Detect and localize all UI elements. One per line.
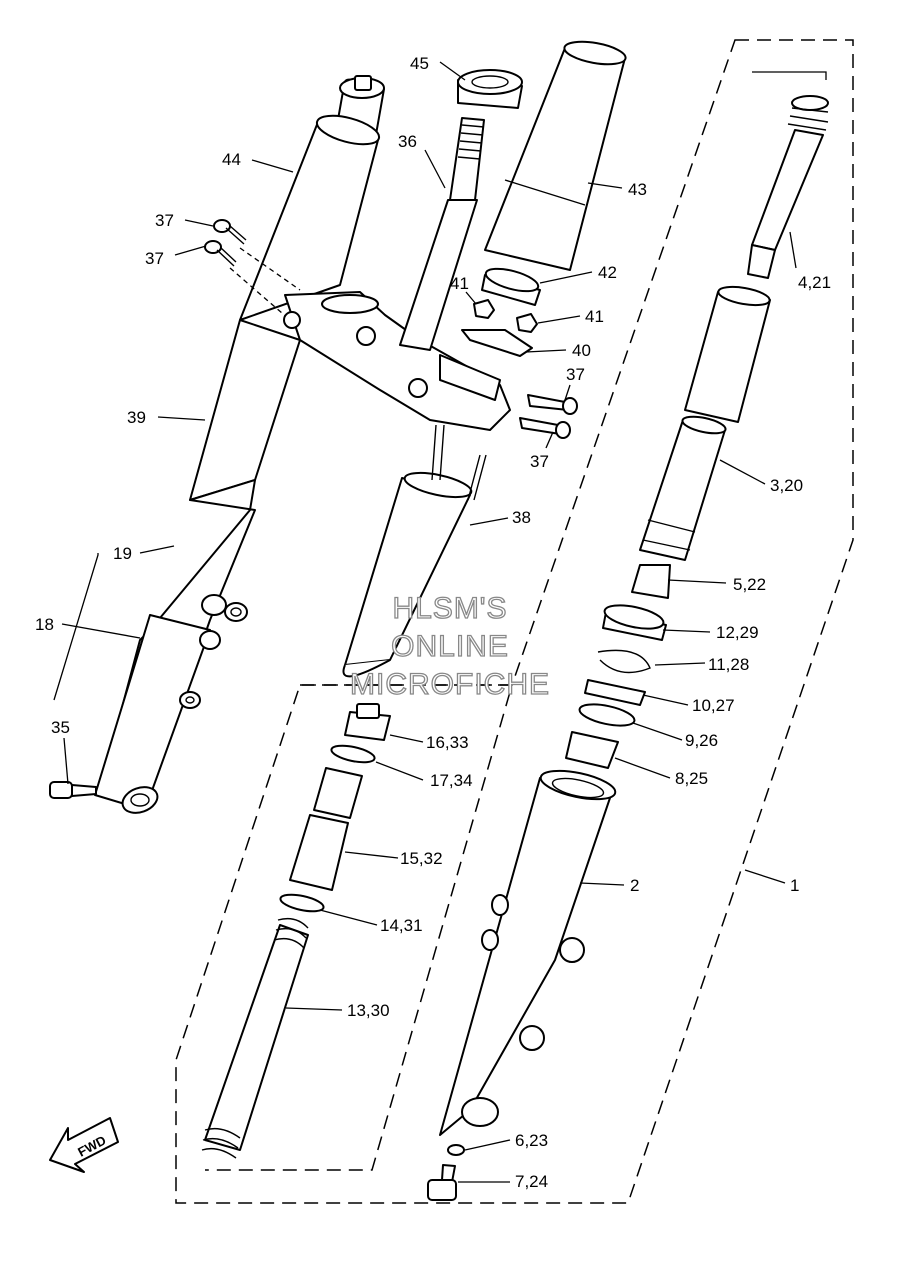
label-19: 19: [113, 544, 132, 563]
part-36-steering-stem: [399, 117, 485, 351]
part-16-33-cap-bolt: [344, 703, 391, 741]
label-38: 38: [512, 508, 531, 527]
label-8-25: 8,25: [675, 769, 708, 788]
part-9-26-ring: [578, 703, 636, 727]
part-14-31-washer: [279, 893, 325, 913]
label-37a: 37: [155, 211, 174, 230]
label-44: 44: [222, 150, 241, 169]
label-9-26: 9,26: [685, 731, 718, 750]
label-17-34: 17,34: [430, 771, 473, 790]
label-6-23: 6,23: [515, 1131, 548, 1150]
label-41a: 41: [450, 274, 469, 293]
part-2-outer-tube: [439, 769, 617, 1136]
label-14-31: 14,31: [380, 916, 423, 935]
fork-slider-left: [94, 614, 211, 811]
label-3-20: 3,20: [770, 476, 803, 495]
part-38-lower-cover: [342, 424, 487, 678]
part-8-25-bushing: [565, 731, 619, 769]
part-45-bearing: [457, 69, 523, 109]
label-37d: 37: [530, 452, 549, 471]
part-7-24-drain-bolt: [427, 1164, 457, 1201]
watermark: HLSM'S ONLINE MICROFICHE: [349, 591, 550, 701]
label-18: 18: [35, 615, 54, 634]
part-17-34-o-ring: [330, 744, 376, 764]
label-7-24: 7,24: [515, 1172, 548, 1191]
part-labels: 45 44 36 43 37 37 42 41 41 40 37 37 4,21…: [35, 54, 831, 1191]
part-39-outer-tube: [189, 319, 301, 501]
group-outline-19: [53, 553, 99, 701]
part-41-nuts: [473, 299, 538, 333]
label-45: 45: [410, 54, 429, 73]
part-4-21-damper-rod: [747, 95, 829, 279]
part-35-bolt: [49, 781, 97, 799]
part-42-ring: [481, 267, 541, 306]
part-15-32-spacer: [289, 814, 349, 891]
watermark-line-3: MICROFICHE: [350, 668, 550, 701]
label-2: 2: [630, 876, 639, 895]
part-5-22-bushing: [631, 564, 671, 599]
label-15-32: 15,32: [400, 849, 443, 868]
label-12-29: 12,29: [716, 623, 759, 642]
label-40: 40: [572, 341, 591, 360]
part-43-fork-cover: [484, 40, 627, 271]
part-spacer-upper: [313, 767, 363, 819]
label-11-28: 11,28: [708, 655, 749, 674]
label-4-21: 4,21: [798, 273, 831, 292]
leader-lines: [61, 61, 797, 1183]
steering-lower-bracket: [283, 291, 511, 431]
fwd-arrow: FWD: [49, 1117, 119, 1173]
inner-group-outline: [205, 684, 513, 1171]
part-37-bolts-upper: [204, 219, 301, 321]
watermark-line-2: ONLINE: [391, 630, 509, 663]
label-35: 35: [51, 718, 70, 737]
assembled-fork-left: [49, 75, 385, 814]
label-10-27: 10,27: [692, 696, 735, 715]
part-11-28-clip: [597, 649, 651, 674]
label-1: 1: [790, 876, 799, 895]
label-39: 39: [127, 408, 146, 427]
watermark-line-1: HLSM'S: [392, 592, 507, 625]
part-3-20-inner-tube: [639, 285, 771, 561]
part-12-29-oil-seal: [602, 604, 667, 641]
part-13-30-fork-spring: [201, 917, 309, 1159]
label-13-30: 13,30: [347, 1001, 390, 1020]
label-42: 42: [598, 263, 617, 282]
part-6-23-washer: [447, 1144, 465, 1156]
part-44-upper-tube: [239, 75, 385, 321]
part-40-plate: [461, 329, 533, 357]
label-43: 43: [628, 180, 647, 199]
part-37-bolts-lower: [519, 394, 578, 439]
label-41b: 41: [585, 307, 604, 326]
group-outline-4-21: [752, 71, 827, 80]
part-10-27-washer: [584, 679, 646, 706]
label-5-22: 5,22: [733, 575, 766, 594]
label-16-33: 16,33: [426, 733, 469, 752]
label-36: 36: [398, 132, 417, 151]
label-37c: 37: [566, 365, 585, 384]
label-37b: 37: [145, 249, 164, 268]
